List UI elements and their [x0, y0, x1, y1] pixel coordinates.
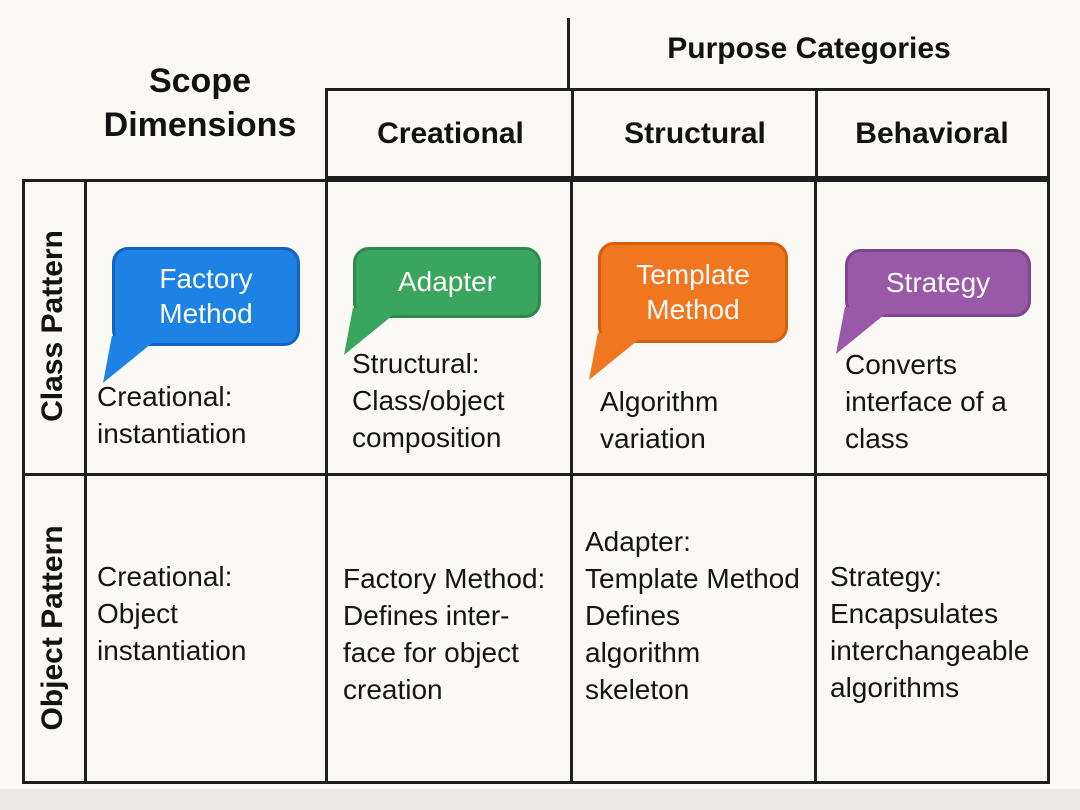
row-label-class-pattern: Class Pattern [36, 230, 69, 422]
bubble-label: Template Method [636, 259, 750, 325]
matrix-body [22, 179, 1050, 784]
note-object-factory-method: Factory Method: Defines inter- face for … [343, 563, 546, 705]
note-class-behavioral: Algorithm variation [600, 386, 719, 454]
note-object-creational: Creational: Object instantiation [97, 561, 247, 666]
grid-line-vertical [84, 182, 87, 781]
grid-line-vertical [325, 182, 328, 781]
grid-line-vertical [814, 182, 817, 781]
note-class-creational: Creational: instantiation [97, 381, 247, 449]
purpose-axis-label: Purpose Categories [667, 32, 951, 65]
axis-divider-line [567, 18, 570, 88]
bottom-margin-strip [0, 789, 1080, 810]
note-class-structural: Structural: Class/object composition [352, 348, 505, 453]
column-header-structural: Structural [624, 116, 766, 150]
note-object-adapter: Adapter: Template Method Defines algorit… [585, 526, 800, 705]
grid-line-vertical [570, 182, 573, 781]
column-header-behavioral: Behavioral [855, 116, 1009, 150]
column-header-creational: Creational [377, 116, 524, 150]
header-divider-line [815, 91, 818, 176]
header-divider-line [571, 91, 574, 176]
factory-method-bubble: Factory Method [103, 247, 300, 383]
bubble-label: Strategy [885, 266, 991, 298]
row-label-object-pattern: Object Pattern [36, 525, 69, 731]
note-class-strategy: Converts interface of a class [845, 349, 1007, 454]
adapter-bubble: Adapter [344, 247, 541, 355]
strategy-bubble: Strategy [836, 249, 1031, 354]
note-object-strategy: Strategy: Encapsulates interchangeable a… [830, 561, 1030, 703]
scope-axis-label: Scope Dimensions [103, 62, 297, 144]
purpose-header-row: Creational Structural Behavioral [325, 88, 1050, 179]
grid-line-horizontal [25, 473, 1047, 476]
bubble-label: Adapter [397, 266, 497, 298]
template-method-bubble: Template Method [589, 242, 788, 380]
bubble-label: Factory Method [159, 263, 253, 329]
